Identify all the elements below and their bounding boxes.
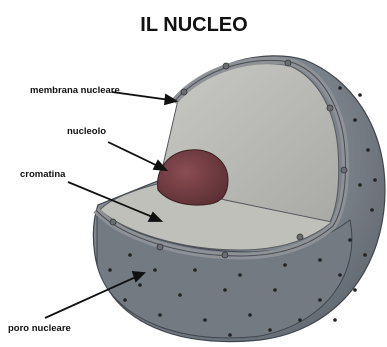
label-nucleolo: nucleolo <box>67 126 106 137</box>
label-membrana: membrana nucleare <box>30 85 120 96</box>
arrow-membrana <box>112 92 176 104</box>
page-title: IL NUCLEO <box>140 14 247 36</box>
label-cromatina: cromatina <box>20 169 66 180</box>
arrow-nucleolo <box>108 142 166 170</box>
label-poro: poro nucleare <box>8 323 71 334</box>
